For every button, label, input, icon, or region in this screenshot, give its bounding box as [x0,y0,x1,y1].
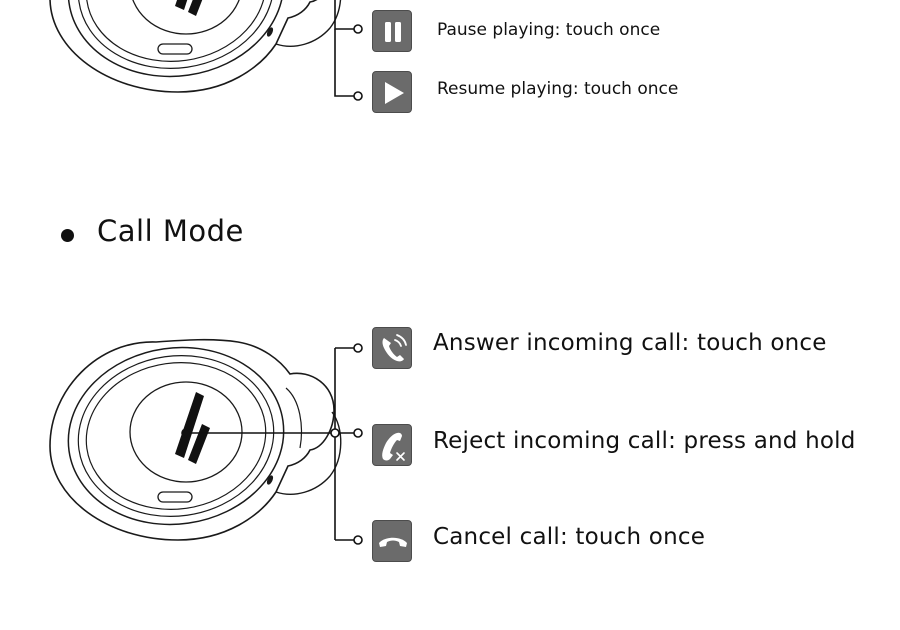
cancel-call-label: Cancel call: touch once [433,524,706,550]
call-connector-lines [181,343,363,545]
reject-call-icon [372,424,412,466]
heading-bullet [61,229,74,242]
hang-up-icon [372,520,412,562]
pause-icon [372,10,412,52]
earbud-illustration-call [49,333,342,541]
play-label: Resume playing: touch once [437,79,679,99]
call-mode-heading: Call Mode [97,214,244,248]
answer-call-icon [372,327,412,369]
earbud-illustration-top [49,0,342,93]
music-connector-lines [334,0,363,101]
play-icon [372,71,412,113]
answer-call-label: Answer incoming call: touch once [433,330,827,356]
reject-call-label: Reject incoming call: press and hold [433,428,856,454]
pause-label: Pause playing: touch once [437,20,661,40]
